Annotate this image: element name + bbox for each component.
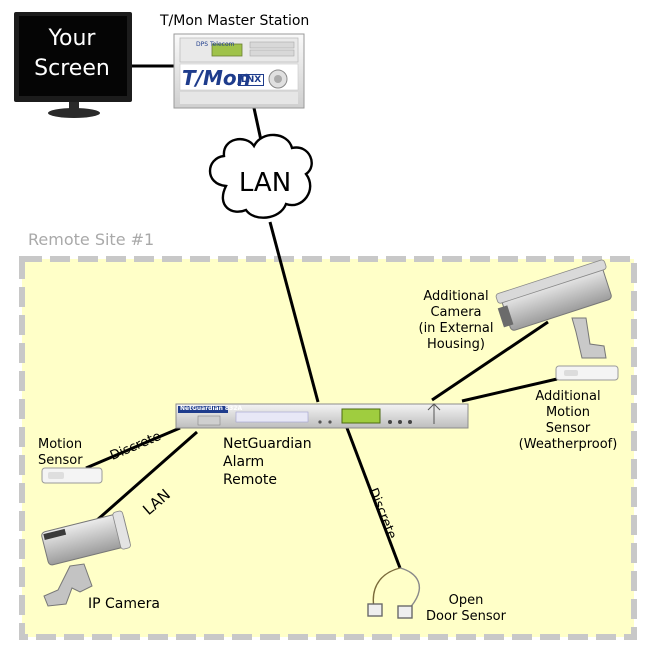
monitor-line2: Screen [34, 56, 110, 81]
master-station-title: T/Mon Master Station [160, 13, 310, 29]
additional-motion-line3: Sensor [545, 421, 591, 436]
lan-cloud-icon [208, 133, 313, 219]
netguardian-label: NetGuardian Alarm Remote [223, 435, 312, 489]
link-cloud-netguardian [268, 221, 320, 403]
netguardian-chassis [175, 403, 469, 429]
additional-camera-line4: Housing) [427, 337, 485, 352]
monitor-screen-text: Your Screen [24, 24, 120, 84]
ip-camera-label: IP Camera [88, 596, 160, 612]
door-sensor-line1: Open [448, 593, 484, 608]
door-sensor-label: Open Door Sensor [418, 593, 514, 625]
netguardian-label-line1: NetGuardian [223, 436, 312, 452]
additional-motion-line1: Additional [535, 389, 601, 404]
netguardian-label-line2: Alarm [223, 454, 265, 470]
additional-motion-line2: Motion [545, 405, 591, 420]
motion-sensor-line2: Sensor [38, 453, 83, 468]
motion-sensor-line1: Motion [38, 437, 83, 452]
motion-sensor-label: Motion Sensor [38, 437, 83, 469]
tmon-logo: T/Mon [182, 66, 251, 90]
additional-camera-line1: Additional [423, 289, 489, 304]
tmon-master-chassis [173, 33, 305, 109]
master-vendor-text: DPS Telecom [196, 41, 235, 48]
link-netguardian-camera [431, 320, 549, 402]
ip-camera-icon [41, 510, 131, 607]
additional-camera-line2: Camera [430, 305, 482, 320]
housed-camera-icon [495, 259, 612, 359]
door-sensor-line2: Door Sensor [426, 609, 506, 624]
link-netguardian-ipcam [87, 430, 198, 530]
additional-motion-label: Additional Motion Sensor (Weatherproof) [512, 389, 624, 453]
monitor-line1: Your [48, 26, 96, 51]
link-netguardian-motion [461, 377, 558, 403]
tmon-logo-suffix: LNX [238, 74, 265, 86]
link-netguardian-door [345, 427, 402, 569]
netguardian-badge: NetGuardian 832A [180, 405, 243, 412]
lan-cloud-label: LAN [238, 168, 292, 198]
motion-sensor-icon [41, 467, 103, 484]
additional-camera-line3: (in External [418, 321, 494, 336]
door-sensor-icon [367, 567, 420, 619]
link-netguardian-motion-left [85, 426, 181, 470]
additional-motion-line4: (Weatherproof) [518, 437, 618, 452]
remote-site-title: Remote Site #1 [28, 230, 155, 249]
weatherproof-motion-sensor-icon [555, 365, 619, 381]
netguardian-label-line3: Remote [223, 472, 278, 488]
additional-camera-label: Additional Camera (in External Housing) [408, 289, 504, 353]
monitor-icon [14, 12, 132, 118]
